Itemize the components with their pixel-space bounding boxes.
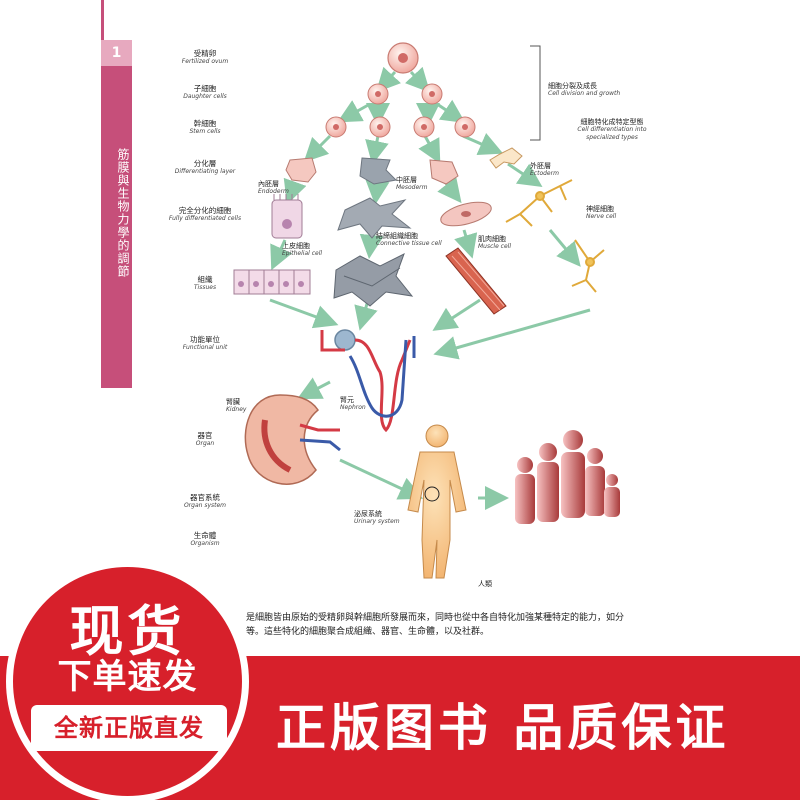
stage-zh: 子細胞 xyxy=(193,84,217,93)
stage-en: Fertilized ovum xyxy=(181,58,229,65)
label-en: Endoderm xyxy=(258,188,289,195)
chapter-title: 筋膜與生物力學的調節 xyxy=(116,148,130,278)
stage-zh: 受精卵 xyxy=(193,49,217,58)
daughter-cells xyxy=(367,83,443,105)
chapter-sidebar: 1 筋膜與生物力學的調節 xyxy=(101,0,132,388)
label-en: Connective tissue cell xyxy=(376,240,442,247)
label-connective-cell: 結締組織細胞 Connective tissue cell xyxy=(376,232,442,248)
crowd-art xyxy=(515,430,620,524)
division-bracket xyxy=(530,45,541,141)
promo-fast-ship: 下单速发 xyxy=(57,657,198,697)
stage-functional-unit: 功能單位 Functional unit xyxy=(160,336,250,352)
label-en: Nerve cell xyxy=(586,213,617,220)
label-ectoderm: 外胚層 Ectoderm xyxy=(530,162,559,178)
differentiating-cells xyxy=(285,147,523,185)
label-zh: 肌肉細胞 xyxy=(478,235,506,243)
division-arrows xyxy=(269,66,591,510)
caption-line: 等。這些特化的細胞聚合成組織、器官、生命體，以及社群。 xyxy=(246,627,490,637)
label-zh: 內胚層 xyxy=(258,180,279,188)
stem-cells xyxy=(325,116,476,138)
stage-tissues: 組織 Tissues xyxy=(160,276,250,292)
promo-main-text: 正版图书 品质保证 xyxy=(276,699,730,757)
stage-organism: 生命體 Organism xyxy=(160,532,250,548)
stage-en: Organ system xyxy=(183,502,227,509)
figure-caption: 是細胞皆由原始的受精卵與幹細胞所發展而來，同時也從中各自特化加強某種特定的能力，… xyxy=(246,611,646,639)
label-zh: 神經細胞 xyxy=(586,205,614,213)
label-mesoderm: 中胚層 Mesoderm xyxy=(396,176,427,192)
chapter-number: 1 xyxy=(101,40,132,66)
stage-daughter-cells: 子細胞 Daughter cells xyxy=(160,85,250,101)
label-zh: 細胞特化成特定型態 xyxy=(580,118,644,126)
nerve-cell-art xyxy=(505,179,605,293)
epithelial-cell-art xyxy=(271,194,303,239)
connective-tissue-art xyxy=(333,252,414,307)
label-en: Epithelial cell xyxy=(282,250,323,257)
label-zh: 上皮細胞 xyxy=(282,242,310,250)
label-zh: 細胞分裂及成長 xyxy=(548,82,597,90)
label-zh: 腎臟 xyxy=(226,398,240,406)
label-en: Kidney xyxy=(226,406,247,413)
label-cell-division: 細胞分裂及成長 Cell division and growth xyxy=(548,82,658,98)
label-en: Mesoderm xyxy=(396,184,428,191)
label-zh: 結締組織細胞 xyxy=(376,232,418,240)
fertilized-ovum xyxy=(387,42,419,74)
stage-en: Organ xyxy=(195,440,215,447)
label-zh: 中胚層 xyxy=(396,176,417,184)
stage-en: Functional unit xyxy=(182,344,228,351)
label-zh: 腎元 xyxy=(340,396,354,404)
stage-fertilized-ovum: 受精卵 Fertilized ovum xyxy=(160,50,250,66)
caption-line: 是細胞皆由原始的受精卵與幹細胞所發展而來，同時也從中各自特化加強某種特定的能力，… xyxy=(246,613,625,623)
label-nephron: 腎元 Nephron xyxy=(340,396,366,412)
label-nerve-cell: 神經細胞 Nerve cell xyxy=(586,205,616,221)
stage-en: Tissues xyxy=(193,284,217,291)
label-cell-differentiation: 細胞特化成特定型態 Cell differentiation into spec… xyxy=(572,118,652,142)
stage-zh: 完全分化的細胞 xyxy=(178,206,232,215)
label-en: Ectoderm xyxy=(530,170,559,177)
label-endoderm: 內胚層 Endoderm xyxy=(258,180,289,196)
label-epithelial-cell: 上皮細胞 Epithelial cell xyxy=(282,242,322,258)
label-en: Cell division and growth xyxy=(548,90,621,97)
sidebar-top xyxy=(101,0,132,40)
nephron-art xyxy=(320,329,416,433)
label-en: Cell differentiation into specialized ty… xyxy=(577,126,647,141)
kidney-art xyxy=(244,394,341,485)
stage-en: Differentiating layer xyxy=(174,168,236,175)
stage-organ: 器官 Organ xyxy=(160,432,250,448)
muscle-tissue-art xyxy=(445,247,507,315)
stage-en: Stem cells xyxy=(189,128,221,135)
label-urinary-system: 泌尿系統 Urinary system xyxy=(354,510,400,526)
stage-zh: 器官 xyxy=(197,431,213,440)
stage-en: Daughter cells xyxy=(183,93,227,100)
promo-circle-badge: 现货 下单速发 全新正版直发 xyxy=(6,560,249,803)
stage-differentiating-layer: 分化層 Differentiating layer xyxy=(160,160,250,176)
promo-in-stock: 现货 xyxy=(69,600,186,663)
stage-en: Fully differentiated cells xyxy=(168,215,242,222)
label-en: Muscle cell xyxy=(478,243,511,250)
stage-organ-system: 器官系統 Organ system xyxy=(160,494,250,510)
label-zh: 外胚層 xyxy=(530,162,551,170)
epithelial-tissue-art xyxy=(233,269,311,295)
promo-genuine-banner: 全新正版直发 xyxy=(31,705,227,751)
stage-zh: 器官系統 xyxy=(190,493,220,502)
label-en: Nephron xyxy=(340,404,366,411)
stage-zh: 幹細胞 xyxy=(193,119,217,128)
label-zh: 泌尿系統 xyxy=(354,510,382,518)
label-kidney: 腎臟 Kidney xyxy=(226,398,246,414)
label-muscle-cell: 肌肉細胞 Muscle cell xyxy=(478,235,511,251)
human-figure-art xyxy=(407,424,467,579)
stage-en: Organism xyxy=(190,540,220,547)
stage-zh: 生命體 xyxy=(193,531,217,540)
stage-stem-cells: 幹細胞 Stem cells xyxy=(160,120,250,136)
connective-cell-art xyxy=(337,197,412,239)
stage-fully-differentiated: 完全分化的細胞 Fully differentiated cells xyxy=(160,207,250,223)
label-human: 人類 xyxy=(478,580,492,588)
label-en: Urinary system xyxy=(354,518,400,525)
label-zh: 人類 xyxy=(478,580,492,588)
stage-zh: 功能單位 xyxy=(190,335,220,344)
muscle-cell-art xyxy=(440,201,492,227)
stage-zh: 組織 xyxy=(197,275,213,284)
stage-zh: 分化層 xyxy=(193,159,217,168)
